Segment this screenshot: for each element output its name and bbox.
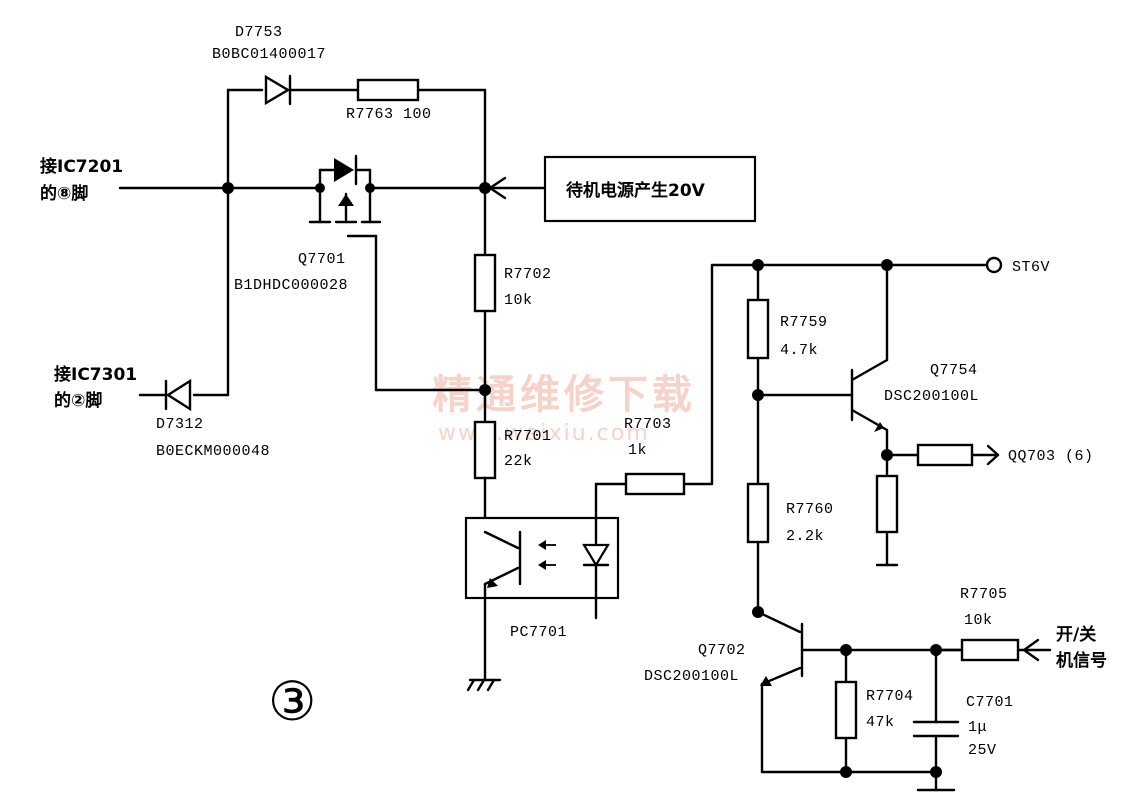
d7312-ref: D7312 bbox=[156, 416, 204, 433]
switch-signal-label-2: 机信号 bbox=[1056, 650, 1107, 671]
c7701-ref: C7701 bbox=[966, 694, 1014, 711]
r7705-ref: R7705 bbox=[960, 586, 1008, 603]
r7760-ref: R7760 bbox=[786, 501, 834, 518]
resistor-q7754-load bbox=[875, 474, 899, 534]
node-input-junction bbox=[222, 182, 234, 194]
ic7301-label-2: 的②脚 bbox=[54, 390, 102, 411]
resistor-r7763 bbox=[356, 78, 420, 102]
qq703-label: QQ703 (6) bbox=[1008, 448, 1094, 465]
input-line-ic7201 bbox=[118, 88, 487, 397]
d7753-part: B0BC01400017 bbox=[212, 46, 326, 63]
r7759-value: 4.7k bbox=[780, 342, 818, 359]
resistor-r7759 bbox=[746, 298, 770, 360]
r7701-value: 22k bbox=[504, 453, 533, 470]
node-q7701-drain bbox=[315, 183, 325, 193]
capacitor-c7701 bbox=[912, 648, 960, 792]
r7701-ref: R7701 bbox=[504, 428, 552, 445]
r7703-ref: R7703 bbox=[624, 416, 672, 433]
switch-signal-arrow bbox=[1022, 638, 1040, 662]
q7702-ref: Q7702 bbox=[698, 642, 746, 659]
resistor-qq703-series bbox=[916, 443, 974, 467]
q7702-part: DSC200100L bbox=[644, 668, 739, 685]
c7701-value: 1μ bbox=[968, 719, 987, 736]
r7759-ref: R7759 bbox=[780, 314, 828, 331]
standby-label: 待机电源产生20V bbox=[566, 180, 706, 201]
st6v-terminal bbox=[985, 256, 1003, 274]
r7705-value: 10k bbox=[964, 612, 993, 629]
mosfet-q7701 bbox=[308, 154, 487, 392]
node-r7704-bottom bbox=[840, 766, 852, 778]
d7312-part: B0ECKM000048 bbox=[156, 443, 270, 460]
optocoupler-pc7701 bbox=[464, 482, 620, 682]
switch-signal-label-1: 开/关 bbox=[1056, 624, 1096, 645]
d7753-ref: D7753 bbox=[235, 24, 283, 41]
r7763-label: R7763 100 bbox=[346, 106, 432, 123]
watermark-url: www.weixiu.com bbox=[438, 421, 650, 446]
watermark-text: 精通维修下载 bbox=[432, 372, 696, 418]
q7754-part: DSC200100L bbox=[884, 388, 979, 405]
r7702-ref: R7702 bbox=[504, 266, 552, 283]
diode-d7312 bbox=[138, 378, 230, 412]
node-r7702-r7701 bbox=[479, 384, 491, 396]
resistor-r7703 bbox=[624, 472, 686, 496]
st6v-label: ST6V bbox=[1012, 259, 1050, 276]
resistor-r7705 bbox=[960, 638, 1020, 662]
wire-r7703-st6v bbox=[682, 263, 987, 486]
q7701-ref: Q7701 bbox=[298, 251, 346, 268]
transistor-q7754 bbox=[756, 263, 889, 567]
r7702-value: 10k bbox=[504, 292, 533, 309]
c7701-voltage: 25V bbox=[968, 742, 997, 759]
transistor-q7702 bbox=[756, 610, 962, 774]
ground-symbol bbox=[466, 678, 502, 692]
resistor-r7701 bbox=[473, 420, 497, 480]
resistor-r7702 bbox=[473, 253, 497, 313]
qq703-arrow bbox=[986, 444, 1000, 466]
ic7201-label-2: 的⑧脚 bbox=[40, 183, 88, 204]
r7704-value: 47k bbox=[866, 714, 895, 731]
q7701-part: B1DHDC000028 bbox=[234, 277, 348, 294]
q7754-ref: Q7754 bbox=[930, 362, 978, 379]
ic7301-label-1: 接IC7301 bbox=[54, 364, 137, 385]
node-q7701-source bbox=[365, 183, 375, 193]
r7704-ref: R7704 bbox=[866, 688, 914, 705]
diode-d7753 bbox=[264, 74, 292, 106]
standby-source: 待机电源产生20V bbox=[483, 155, 757, 223]
pc7701-label: PC7701 bbox=[510, 624, 567, 641]
ic7201-label-1: 接IC7201 bbox=[40, 156, 123, 177]
panel-number: ③ bbox=[268, 670, 316, 733]
resistor-r7704 bbox=[834, 680, 858, 740]
r7760-value: 2.2k bbox=[786, 528, 824, 545]
node-c7701-bottom bbox=[930, 766, 942, 778]
resistor-r7760 bbox=[746, 482, 770, 544]
r7703-value: 1k bbox=[628, 442, 647, 459]
